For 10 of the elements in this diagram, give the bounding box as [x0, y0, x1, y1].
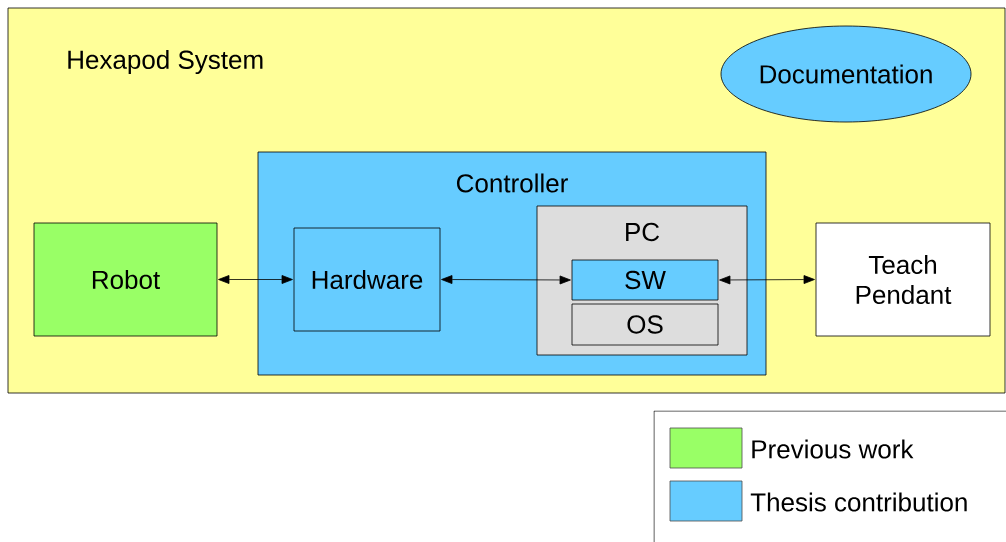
os-box: OS: [571, 303, 719, 346]
legend-label: Thesis contribution: [750, 492, 967, 512]
robot-box: Robot: [33, 222, 218, 337]
arrow: [441, 275, 571, 285]
software-box: SW: [571, 259, 719, 301]
hardware-box: Hardware: [293, 227, 441, 332]
arrow: [719, 275, 815, 285]
legend-label: Previous work: [752, 439, 914, 459]
pendant-box: Teach Pendant: [815, 222, 991, 337]
arrow: [218, 275, 293, 284]
